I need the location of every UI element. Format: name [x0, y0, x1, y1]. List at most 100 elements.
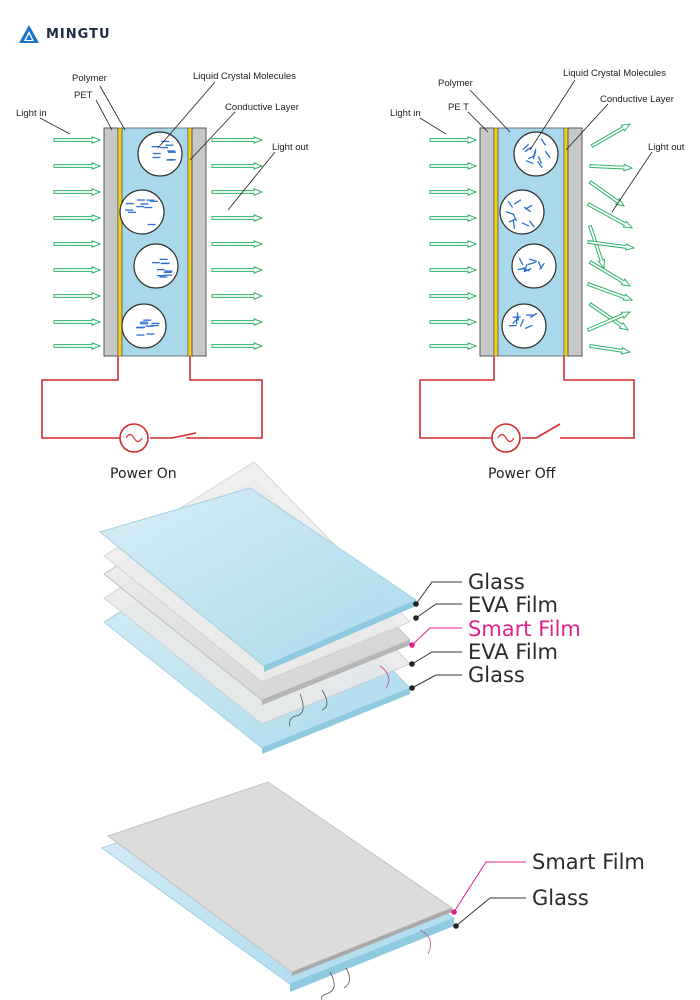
brand-logo: MINGTU — [18, 24, 111, 44]
light-arrow — [587, 240, 636, 251]
lc-droplet — [511, 243, 557, 289]
lc-molecule — [513, 199, 522, 205]
lc-droplet — [513, 131, 559, 177]
lc-droplet — [133, 243, 179, 289]
power-off-lc-label: Liquid Crystal Molecules — [563, 68, 666, 79]
power-on-light-in-arrows — [53, 136, 102, 350]
lc-molecule — [544, 150, 551, 159]
lc-molecule — [524, 324, 533, 330]
exploded-leader-dots — [409, 601, 419, 691]
lc-molecule — [523, 264, 528, 272]
light-arrow — [211, 266, 264, 274]
light-arrow — [588, 260, 632, 287]
light-arrow — [53, 266, 102, 274]
light-arrow — [53, 292, 102, 300]
light-arrow — [211, 318, 264, 326]
power-on-caption: Power On — [110, 466, 177, 482]
light-arrow — [53, 162, 102, 170]
light-arrow — [211, 214, 264, 222]
power-on-light-in-label: Light in — [16, 108, 47, 119]
power-on-pet-label: PET — [74, 90, 93, 101]
light-arrow — [211, 162, 264, 170]
lc-molecule — [521, 222, 530, 227]
lc-molecule — [537, 156, 543, 165]
light-arrow — [588, 224, 606, 270]
exploded-layer-glass-bottom: Glass — [468, 663, 525, 687]
lc-droplet — [119, 189, 165, 235]
light-arrow — [429, 240, 478, 248]
laminated-glass-dot — [453, 923, 459, 929]
power-on-lc-label: Liquid Crystal Molecules — [193, 71, 296, 82]
power-on-conductive-label: Conductive Layer — [225, 102, 299, 113]
light-arrow — [53, 136, 102, 144]
light-arrow — [211, 136, 264, 144]
exploded-layer-glass-top: Glass — [468, 570, 525, 594]
exploded-laminate-stack: Glass EVA Film Smart Film EVA Film Glass — [98, 461, 581, 754]
power-off-caption: Power Off — [488, 466, 556, 482]
mingtu-logo-icon — [19, 25, 39, 43]
light-arrow — [588, 180, 626, 207]
lc-molecule — [536, 160, 543, 169]
power-off-polymer-label: Polymer — [438, 78, 473, 89]
lc-molecule — [507, 200, 514, 208]
light-arrow — [53, 214, 102, 222]
lc-molecule — [517, 267, 526, 271]
light-arrow — [53, 240, 102, 248]
light-arrow — [429, 162, 478, 170]
laminated-leader-lines — [453, 861, 526, 927]
lc-molecule — [505, 211, 514, 215]
lc-molecule — [519, 319, 525, 327]
light-arrow — [586, 282, 634, 301]
laminated-layer-smart-film: Smart Film — [532, 850, 645, 874]
light-arrow — [589, 344, 632, 355]
lc-molecule — [508, 218, 517, 223]
light-arrow — [588, 302, 630, 331]
power-off-scattered-light — [586, 123, 636, 355]
power-on-light-out-label: Light out — [272, 142, 309, 153]
light-arrow — [429, 266, 478, 274]
lc-droplet — [121, 303, 167, 349]
exploded-leader-lines — [411, 581, 462, 689]
lc-molecule — [516, 312, 520, 321]
lc-molecule — [525, 160, 534, 165]
lc-molecule — [540, 138, 547, 146]
laminated-smart-film-dot — [451, 909, 457, 915]
light-arrow — [429, 136, 478, 144]
lc-molecule — [518, 257, 524, 266]
lc-molecule — [522, 143, 530, 151]
light-arrow — [429, 188, 478, 196]
light-arrow — [53, 318, 102, 326]
light-arrow — [53, 342, 102, 350]
power-on-lc-droplets — [119, 131, 183, 349]
brand-name: MINGTU — [46, 26, 111, 42]
light-arrow — [586, 311, 632, 332]
power-off-conductive-label: Conductive Layer — [600, 94, 674, 105]
light-arrow — [429, 214, 478, 222]
power-on-circuit — [41, 356, 263, 453]
lc-molecule — [515, 315, 518, 325]
exploded-layer-smart-film: Smart Film — [468, 617, 581, 641]
lc-molecule — [529, 220, 536, 228]
power-on-diagram: Polymer PET Liquid Crystal Molecules Con… — [16, 71, 309, 482]
lc-molecule — [539, 262, 545, 270]
power-off-light-in-arrows — [429, 136, 478, 350]
lc-molecule — [524, 146, 532, 153]
lc-molecule — [523, 206, 532, 213]
lc-molecule — [512, 220, 516, 229]
light-arrow — [586, 202, 634, 229]
power-on-polymer-label: Polymer — [72, 73, 107, 84]
lc-molecule — [529, 258, 538, 263]
power-off-diagram: Polymer PE T Liquid Crystal Molecules Co… — [390, 68, 685, 482]
power-off-lc-droplets — [499, 131, 559, 349]
light-arrow — [211, 188, 264, 196]
light-arrow — [589, 163, 634, 172]
light-arrow — [590, 123, 632, 148]
power-on-light-out-arrows — [211, 136, 264, 350]
lc-droplet — [501, 303, 547, 349]
power-off-light-in-label: Light in — [390, 108, 421, 119]
power-off-circuit — [419, 356, 635, 453]
light-arrow — [211, 240, 264, 248]
light-arrow — [53, 188, 102, 196]
power-off-light-out-label: Light out — [648, 142, 685, 153]
